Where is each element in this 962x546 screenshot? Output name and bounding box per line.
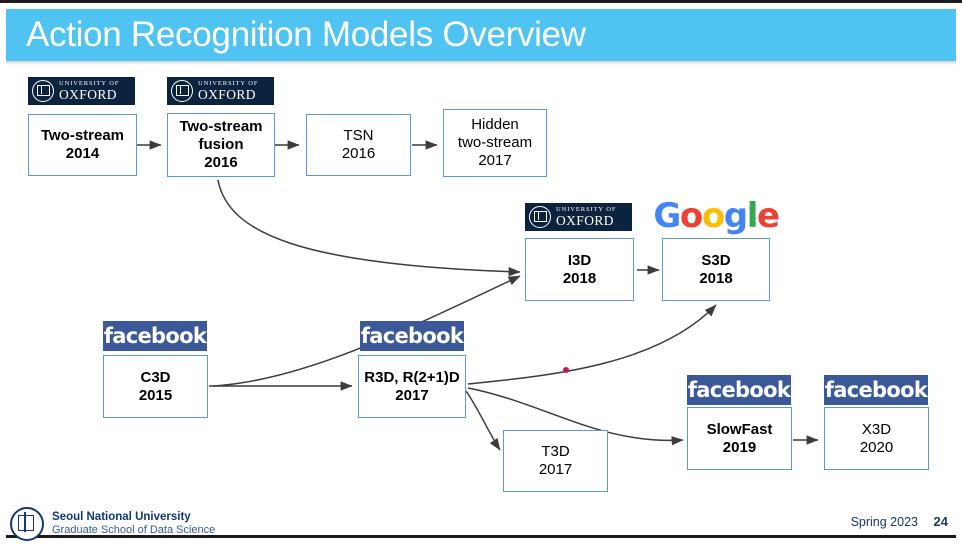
page-title: Action Recognition Models Overview bbox=[26, 15, 586, 54]
footer-term: Spring 2023 bbox=[850, 515, 918, 529]
oxford-logo: UNIVERSITY OF OXFORD bbox=[28, 77, 135, 105]
oxford-crest-icon bbox=[32, 80, 54, 102]
diagram-edges bbox=[137, 140, 819, 451]
node-line-1: Hidden bbox=[471, 116, 519, 134]
google-letter: G bbox=[653, 196, 681, 236]
node-line-2: 2018 bbox=[562, 269, 597, 287]
node-line-2: 2014 bbox=[65, 145, 100, 162]
facebook-logo-text: facebook bbox=[360, 324, 464, 348]
node-line-2: 2019 bbox=[722, 438, 757, 456]
edge-fusion-to-i3d bbox=[217, 179, 521, 277]
annotation-dot bbox=[563, 367, 569, 373]
google-letter: o bbox=[701, 196, 725, 236]
node-two-stream-fusion[interactable]: Two-stream fusion 2016 bbox=[167, 113, 275, 177]
google-letter: o bbox=[679, 196, 703, 236]
edge-r3d-to-s3d bbox=[467, 304, 717, 385]
footer-school: Graduate School of Data Science bbox=[52, 524, 216, 537]
node-two-stream[interactable]: Two-stream 2014 bbox=[28, 114, 137, 176]
footer-university: Seoul National University bbox=[52, 511, 191, 524]
oxford-logo-small: UNIVERSITY OF bbox=[556, 205, 617, 213]
node-line-2: 2016 bbox=[341, 145, 376, 162]
node-line-1: I3D bbox=[567, 251, 592, 269]
edge-c3d-to-i3d bbox=[212, 275, 521, 387]
node-line-1: X3D bbox=[861, 420, 892, 438]
node-line-1: C3D bbox=[140, 368, 171, 386]
facebook-logo: facebook bbox=[824, 375, 928, 405]
node-hidden-two-stream[interactable]: Hidden two-stream 2017 bbox=[443, 109, 547, 177]
google-letter: g bbox=[723, 196, 748, 236]
node-line-2: fusion bbox=[198, 136, 244, 154]
node-line-1: SlowFast bbox=[706, 420, 773, 438]
node-t3d[interactable]: T3D 2017 bbox=[503, 430, 608, 492]
edge-r3d-to-t3d bbox=[465, 390, 501, 451]
facebook-logo-text: facebook bbox=[103, 324, 207, 348]
oxford-crest-icon bbox=[529, 206, 551, 228]
oxford-logo-big: OXFORD bbox=[556, 213, 614, 228]
node-line-1: R3D, R(2+1)D bbox=[364, 368, 460, 386]
node-line-2: 2018 bbox=[699, 269, 733, 287]
node-line-3: 2017 bbox=[478, 151, 512, 169]
node-x3d[interactable]: X3D 2020 bbox=[824, 407, 929, 470]
node-i3d[interactable]: I3D 2018 bbox=[525, 238, 634, 301]
node-line-1: Two-stream bbox=[40, 127, 125, 145]
node-line-3: 2016 bbox=[204, 153, 238, 171]
node-line-1: T3D bbox=[541, 443, 570, 461]
oxford-logo-big: OXFORD bbox=[59, 87, 117, 102]
google-logo-text: Google bbox=[653, 196, 780, 236]
oxford-logo: UNIVERSITY OF OXFORD bbox=[525, 203, 632, 231]
footer-divider bbox=[6, 535, 956, 538]
facebook-logo-text: facebook bbox=[687, 378, 791, 402]
oxford-logo-small: UNIVERSITY OF bbox=[59, 79, 120, 87]
node-line-2: 2017 bbox=[538, 461, 573, 478]
oxford-logo: UNIVERSITY OF OXFORD bbox=[167, 77, 274, 105]
edge-r3d-to-slowfast bbox=[467, 387, 684, 446]
node-c3d[interactable]: C3D 2015 bbox=[103, 355, 208, 418]
node-r3d[interactable]: R3D, R(2+1)D 2017 bbox=[358, 355, 466, 418]
oxford-logo-small: UNIVERSITY OF bbox=[198, 79, 259, 87]
facebook-logo: facebook bbox=[687, 375, 791, 405]
google-letter: e bbox=[757, 196, 780, 236]
node-slowfast[interactable]: SlowFast 2019 bbox=[687, 407, 792, 470]
google-letter: l bbox=[746, 196, 759, 236]
node-s3d[interactable]: S3D 2018 bbox=[662, 238, 770, 301]
snu-emblem-icon bbox=[10, 507, 44, 541]
oxford-crest-icon bbox=[171, 80, 193, 102]
node-line-1: S3D bbox=[701, 251, 731, 269]
snu-branding: Seoul National University Graduate Schoo… bbox=[10, 507, 215, 541]
title-banner bbox=[6, 9, 956, 61]
facebook-logo: facebook bbox=[103, 321, 207, 351]
title-banner-shadow bbox=[6, 61, 956, 65]
facebook-logo-text: facebook bbox=[824, 378, 928, 402]
footer-page-number: 24 bbox=[933, 514, 948, 529]
oxford-logo-big: OXFORD bbox=[198, 87, 256, 102]
node-line-2: 2020 bbox=[859, 438, 894, 456]
node-line-2: 2017 bbox=[395, 386, 429, 404]
node-line-1: TSN bbox=[343, 127, 374, 145]
facebook-logo: facebook bbox=[360, 321, 464, 351]
node-line-2: two-stream bbox=[457, 134, 533, 152]
google-logo: Google bbox=[653, 195, 780, 237]
node-line-1: Two-stream bbox=[179, 118, 263, 136]
node-tsn[interactable]: TSN 2016 bbox=[306, 114, 411, 176]
node-line-2: 2015 bbox=[138, 386, 173, 404]
